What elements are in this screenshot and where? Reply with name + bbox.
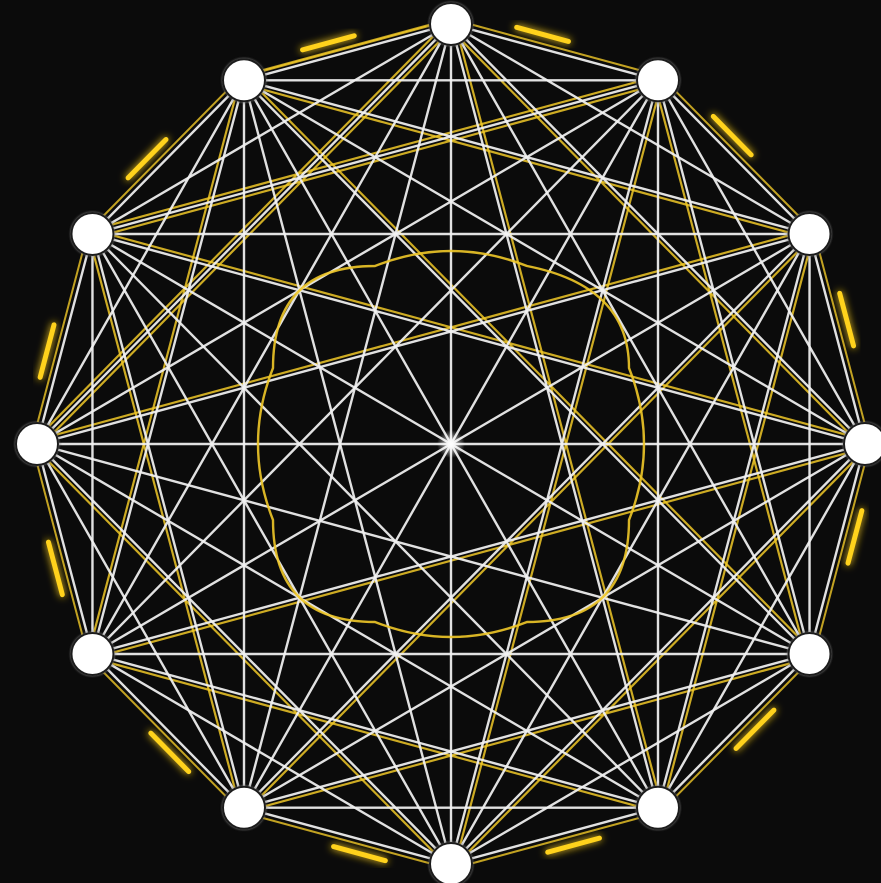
graph-node (430, 3, 472, 45)
center-flare (437, 430, 465, 458)
graph-node (637, 787, 679, 829)
graph-node (71, 213, 113, 255)
graph-node (637, 59, 679, 101)
graph-node (223, 787, 265, 829)
graph-node (430, 843, 472, 883)
graph-node (223, 59, 265, 101)
graph-node (71, 633, 113, 675)
graph-node (16, 423, 58, 465)
graph-node (789, 213, 831, 255)
graph-node (789, 633, 831, 675)
graph-node (844, 423, 881, 465)
